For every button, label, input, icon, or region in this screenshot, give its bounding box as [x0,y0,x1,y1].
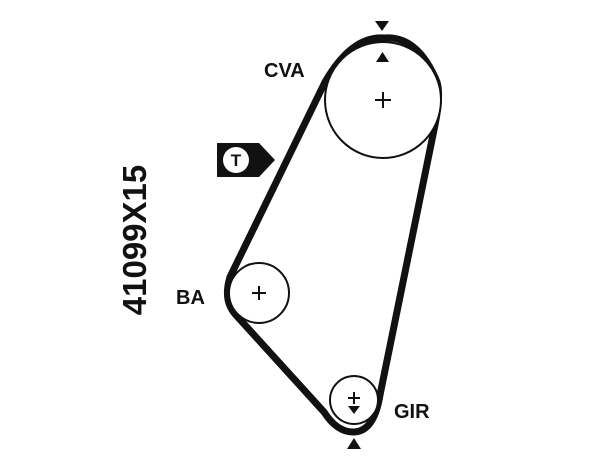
pulley-cva [324,41,442,159]
pulley-ba-center-icon [252,286,266,300]
pulley-ba-label: BA [176,287,205,309]
part-number: 41099X15 [116,165,153,315]
tensioner-label: T [231,151,242,170]
pulley-cva-label: CVA [264,60,305,82]
pulley-ba [228,262,290,324]
pulley-gir-center-icon [348,392,360,404]
pulley-cva-center-icon [375,92,391,108]
cva-inner-mark-icon [376,52,389,62]
cva-top-mark-icon [375,21,389,31]
pulley-gir [329,375,379,425]
tensioner-badge: T [217,143,275,177]
gir-inner-mark-icon [348,406,360,414]
gir-bottom-mark-icon [347,438,361,449]
pulley-gir-label: GIR [394,401,430,423]
